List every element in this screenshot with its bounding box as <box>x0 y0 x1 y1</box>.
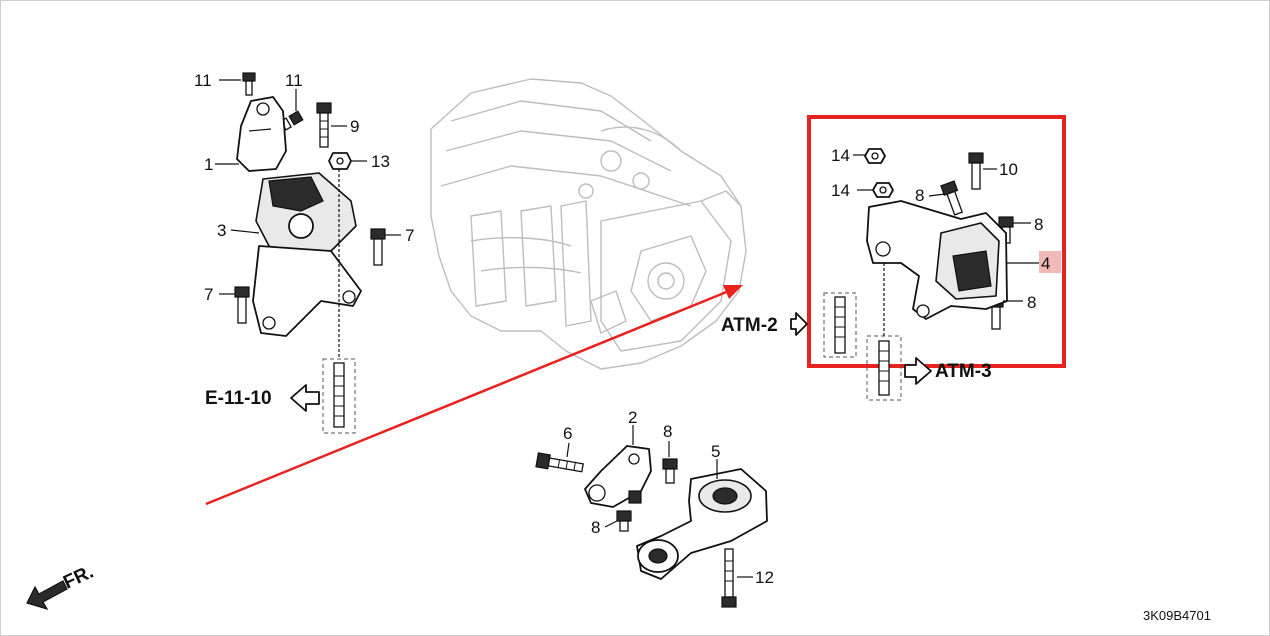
callout-8-upper-left: 8 <box>915 186 924 205</box>
bolt-9-icon <box>316 102 332 148</box>
front-direction-arrow <box>26 580 68 611</box>
reference-atm-3: ATM-3 <box>935 361 992 382</box>
stud-atm-2-icon <box>834 296 846 354</box>
bolt-11-side-icon <box>280 110 304 131</box>
callout-1: 1 <box>204 155 213 174</box>
nut-13-icon <box>328 152 352 170</box>
callout-7-right: 7 <box>405 226 414 245</box>
callout-11-side: 11 <box>285 71 303 90</box>
reference-e-11-10: E-11-10 <box>205 388 272 409</box>
callout-2: 2 <box>628 408 637 427</box>
left-engine-mount-group <box>215 72 401 434</box>
callout-7-left: 7 <box>204 285 213 304</box>
callout-8-lower-right: 8 <box>1027 293 1036 312</box>
e-11-10-arrow <box>290 384 320 412</box>
nut-14-lower-icon <box>872 182 894 198</box>
callout-14-upper: 14 <box>831 146 850 165</box>
callout-14-lower: 14 <box>831 181 850 200</box>
part-1-bracket <box>236 96 287 172</box>
bolt-10-icon <box>968 152 984 190</box>
callout-8-upper-right: 8 <box>1034 215 1043 234</box>
bolt-8-torque-upper-icon <box>662 458 678 484</box>
callout-6: 6 <box>563 424 572 443</box>
part-3-mount-bracket <box>252 245 362 337</box>
bolt-6-icon <box>535 452 584 473</box>
stud-atm-3-icon <box>878 340 890 396</box>
callout-3: 3 <box>217 221 226 240</box>
reference-atm-2: ATM-2 <box>721 315 778 336</box>
atm-2-arrow <box>790 312 808 336</box>
bolt-7-right-icon <box>370 228 386 266</box>
highlight-box <box>807 115 1066 368</box>
callout-4-highlight <box>1039 251 1061 273</box>
callout-5: 5 <box>711 442 720 461</box>
callout-8-torque-upper: 8 <box>663 422 672 441</box>
callout-10: 10 <box>999 160 1018 179</box>
right-transmission-mount-group <box>790 115 1066 401</box>
bolt-12-icon <box>721 548 737 608</box>
bolt-11-upper-icon <box>242 72 256 96</box>
atm-3-arrow <box>904 357 932 385</box>
diagram-code: 3K09B4701 <box>1143 608 1211 623</box>
callout-4: 4 <box>1041 254 1050 273</box>
callout-13: 13 <box>371 152 390 171</box>
callout-9: 9 <box>350 117 359 136</box>
engine-outline <box>430 78 747 370</box>
stud-left-icon <box>333 362 345 428</box>
nut-14-upper-icon <box>864 148 886 164</box>
bolt-7-left-icon <box>234 286 250 324</box>
callout-8-torque-lower: 8 <box>591 518 600 537</box>
bolt-8-torque-lower-icon <box>616 510 632 532</box>
callout-12: 12 <box>755 568 774 587</box>
callout-11-upper: 11 <box>194 71 212 90</box>
red-pointer-arrow <box>205 285 743 506</box>
torque-rod-group <box>535 425 768 608</box>
bolt-8-upper-left-icon <box>940 180 964 216</box>
